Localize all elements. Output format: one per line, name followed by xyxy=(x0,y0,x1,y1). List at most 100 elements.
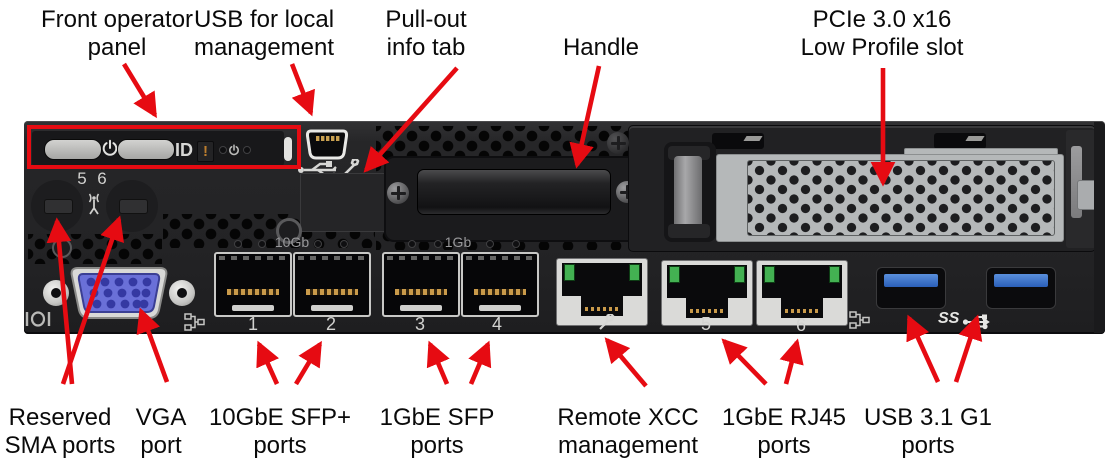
callout-1gbe-rj45-ports: 1GbE RJ45 ports xyxy=(722,404,846,460)
port-led xyxy=(434,240,442,248)
callout-handle: Handle xyxy=(563,34,639,62)
wrench-icon xyxy=(599,314,615,330)
antenna-icon xyxy=(88,193,100,215)
sfp-port-number: 1 xyxy=(247,314,259,334)
status-led xyxy=(219,146,227,154)
sfp-port-number: 2 xyxy=(325,314,337,334)
chassis-end-cap xyxy=(1094,122,1105,333)
arrow-sfp-port-4 xyxy=(468,340,492,385)
arrow-rj45-port-5 xyxy=(721,338,768,386)
usb-trident-icon xyxy=(962,314,990,330)
arrow-xcc-management xyxy=(604,337,648,388)
bay-slot-accent xyxy=(965,136,985,141)
callout-line: ports xyxy=(410,432,464,459)
usb-port-2[interactable] xyxy=(986,267,1056,309)
callout-line: SMA ports xyxy=(4,432,116,459)
arrow-front-operator-panel xyxy=(122,62,157,119)
callout-line: Front operator xyxy=(40,6,194,33)
handle-screw xyxy=(387,182,409,204)
callout-line: panel xyxy=(87,34,147,61)
blank-panel-perforation xyxy=(747,160,1055,236)
callout-usb-local-management: USB for local management xyxy=(194,6,334,62)
callout-line: Low Profile slot xyxy=(800,34,964,61)
operator-panel-highlight-box xyxy=(27,125,301,169)
power-led-icon xyxy=(229,144,239,156)
sma-port-5[interactable] xyxy=(31,180,83,232)
pcie-blank-panel xyxy=(716,154,1064,242)
arrow-rj45-port-6 xyxy=(779,338,804,385)
sma-cover xyxy=(44,199,73,214)
handle[interactable] xyxy=(417,169,611,215)
port-led xyxy=(512,240,520,248)
arrow-sfp-port-2 xyxy=(294,340,322,386)
usb-tongue xyxy=(994,274,1048,287)
network-icon xyxy=(184,313,205,331)
power-icon xyxy=(102,139,118,156)
callout-pcie-slot: PCIe 3.0 x16 Low Profile slot xyxy=(801,6,964,62)
sma-cover xyxy=(119,199,148,214)
callout-pull-out-info-tab: Pull-out info tab xyxy=(385,6,466,62)
warning-indicator-icon: ! xyxy=(197,141,214,162)
sfp-port-3[interactable] xyxy=(382,252,460,317)
callout-10gbe-sfp-ports: 10GbE SFP+ ports xyxy=(209,404,351,460)
arrow-sfp-port-3 xyxy=(426,340,450,385)
callout-line: port xyxy=(140,432,182,459)
rj45-port-6[interactable] xyxy=(756,260,848,326)
sfp-port-1[interactable] xyxy=(214,252,292,317)
sfp-speed-label-10gb: 10Gb xyxy=(274,234,310,250)
port-led xyxy=(234,240,242,248)
bay-slot-accent xyxy=(743,136,763,141)
rj45-port-number: 6 xyxy=(795,315,807,335)
callout-line: 1GbE SFP xyxy=(379,404,495,431)
callout-vga-port: VGA port xyxy=(136,404,187,460)
port-led xyxy=(486,240,494,248)
standoff xyxy=(276,218,302,244)
callout-line: USB for local xyxy=(193,6,335,33)
callout-front-operator-panel: Front operator panel xyxy=(41,6,193,62)
pcie-latch-left[interactable] xyxy=(664,142,716,242)
usb-tongue xyxy=(884,274,938,287)
usb-port-1[interactable] xyxy=(876,267,946,309)
status-led xyxy=(243,146,251,154)
mini-usb-port[interactable] xyxy=(303,128,351,162)
pcie-latch-right[interactable] xyxy=(1066,130,1099,248)
callout-line: 10GbE SFP+ xyxy=(208,404,352,431)
callout-line: ports xyxy=(757,432,811,459)
power-button[interactable] xyxy=(44,139,102,160)
chassis-screw xyxy=(607,132,629,154)
callout-line: Pull-out xyxy=(385,6,467,33)
sfp-port-number: 3 xyxy=(414,314,426,334)
sfp-port-2[interactable] xyxy=(293,252,371,317)
sma-port-6[interactable] xyxy=(106,180,158,232)
standoff xyxy=(52,238,72,258)
port-led xyxy=(408,240,416,248)
sfp-port-4[interactable] xyxy=(461,252,539,317)
callout-usb31-g1-ports: USB 3.1 G1 ports xyxy=(864,404,992,460)
port-led xyxy=(258,240,266,248)
callout-line: VGA xyxy=(135,404,187,431)
callout-line: management xyxy=(557,432,699,459)
id-button[interactable] xyxy=(117,139,175,160)
callout-line: ports xyxy=(901,432,955,459)
arrow-sfp-port-1 xyxy=(256,340,280,385)
callout-line: PCIe 3.0 x16 xyxy=(812,6,952,33)
rj45-port-xcc[interactable] xyxy=(556,258,648,326)
sma-port-number: 5 xyxy=(77,169,87,188)
port-led xyxy=(314,240,322,248)
sfp-speed-label-1gb: 1Gb xyxy=(444,234,472,250)
light-pipe xyxy=(284,137,292,161)
network-icon xyxy=(849,311,870,329)
usb-management-icon xyxy=(298,159,360,180)
callout-remote-xcc-management: Remote XCC management xyxy=(557,404,698,460)
id-button-label: ID xyxy=(175,140,193,160)
callout-line: management xyxy=(193,34,335,61)
vent-perforation xyxy=(28,234,162,264)
callout-line: info tab xyxy=(386,34,466,61)
superspeed-label: SS xyxy=(938,310,960,327)
vga-port[interactable] xyxy=(64,264,174,322)
rj45-port-number: 5 xyxy=(700,314,712,334)
sfp-port-number: 4 xyxy=(491,314,503,334)
port-led xyxy=(340,240,348,248)
rj45-port-5[interactable] xyxy=(661,260,753,326)
